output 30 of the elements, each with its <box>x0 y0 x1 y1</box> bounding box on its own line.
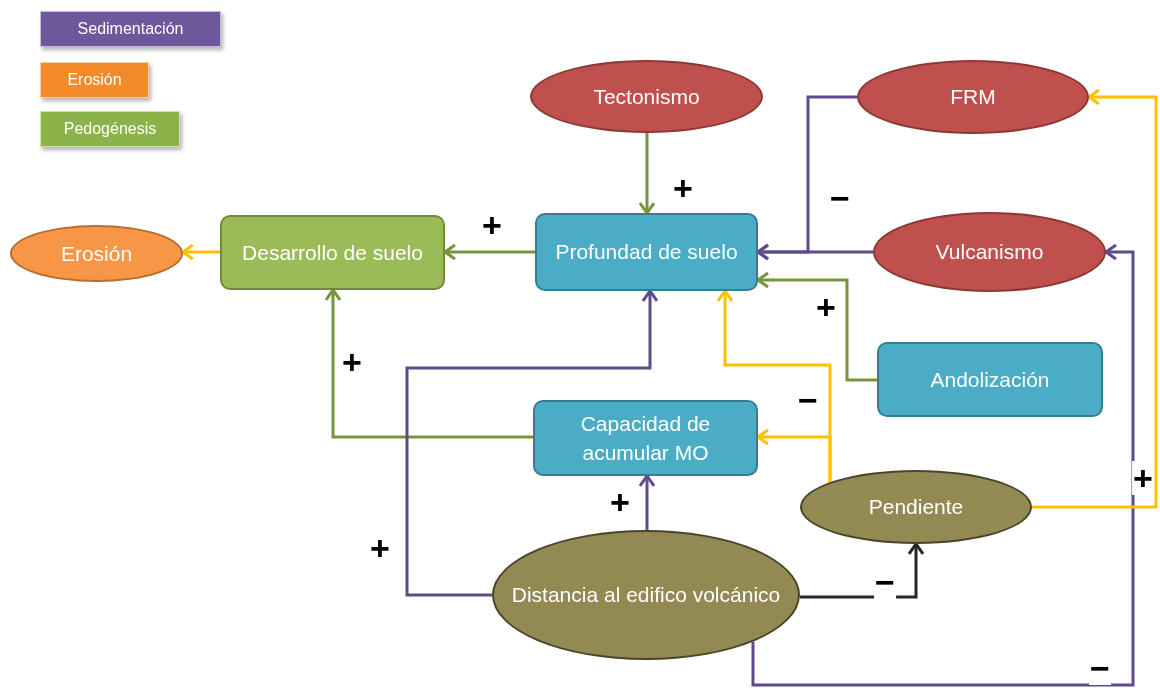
node-label: Capacidad de acumular MO <box>579 410 712 466</box>
arrow <box>324 288 533 439</box>
node-label: Pendiente <box>868 494 964 521</box>
process-box <box>220 215 445 290</box>
arrow <box>1032 88 1158 509</box>
arrow <box>756 243 873 261</box>
arrow <box>638 474 656 530</box>
legend-label: Sedimentación <box>77 20 184 38</box>
node-label: Andolización <box>930 366 1050 393</box>
arrow <box>751 243 1135 687</box>
node-label: Distancia al edifico volcánico <box>511 582 781 609</box>
arrow <box>756 271 877 382</box>
node-label: Profundad de suelo <box>555 239 738 266</box>
arrow <box>756 428 832 483</box>
legend-label: Pedogénesis <box>63 120 157 138</box>
node-label: Tectonismo <box>593 83 700 110</box>
process-box <box>877 342 1103 417</box>
arrow <box>638 133 656 215</box>
arrow <box>443 243 535 261</box>
node-label: FRM <box>950 84 996 111</box>
arrow <box>405 289 659 597</box>
edge-label: + <box>1132 461 1154 495</box>
node-label: Desarrollo de suelo <box>242 239 423 266</box>
process-box <box>533 400 758 476</box>
process-box <box>535 213 758 291</box>
node-label: Erosión <box>60 240 133 267</box>
arrow <box>181 243 220 261</box>
arrow <box>799 542 925 599</box>
node-label: Vulcanismo <box>935 239 1044 266</box>
legend-label: Erosión <box>67 71 122 89</box>
